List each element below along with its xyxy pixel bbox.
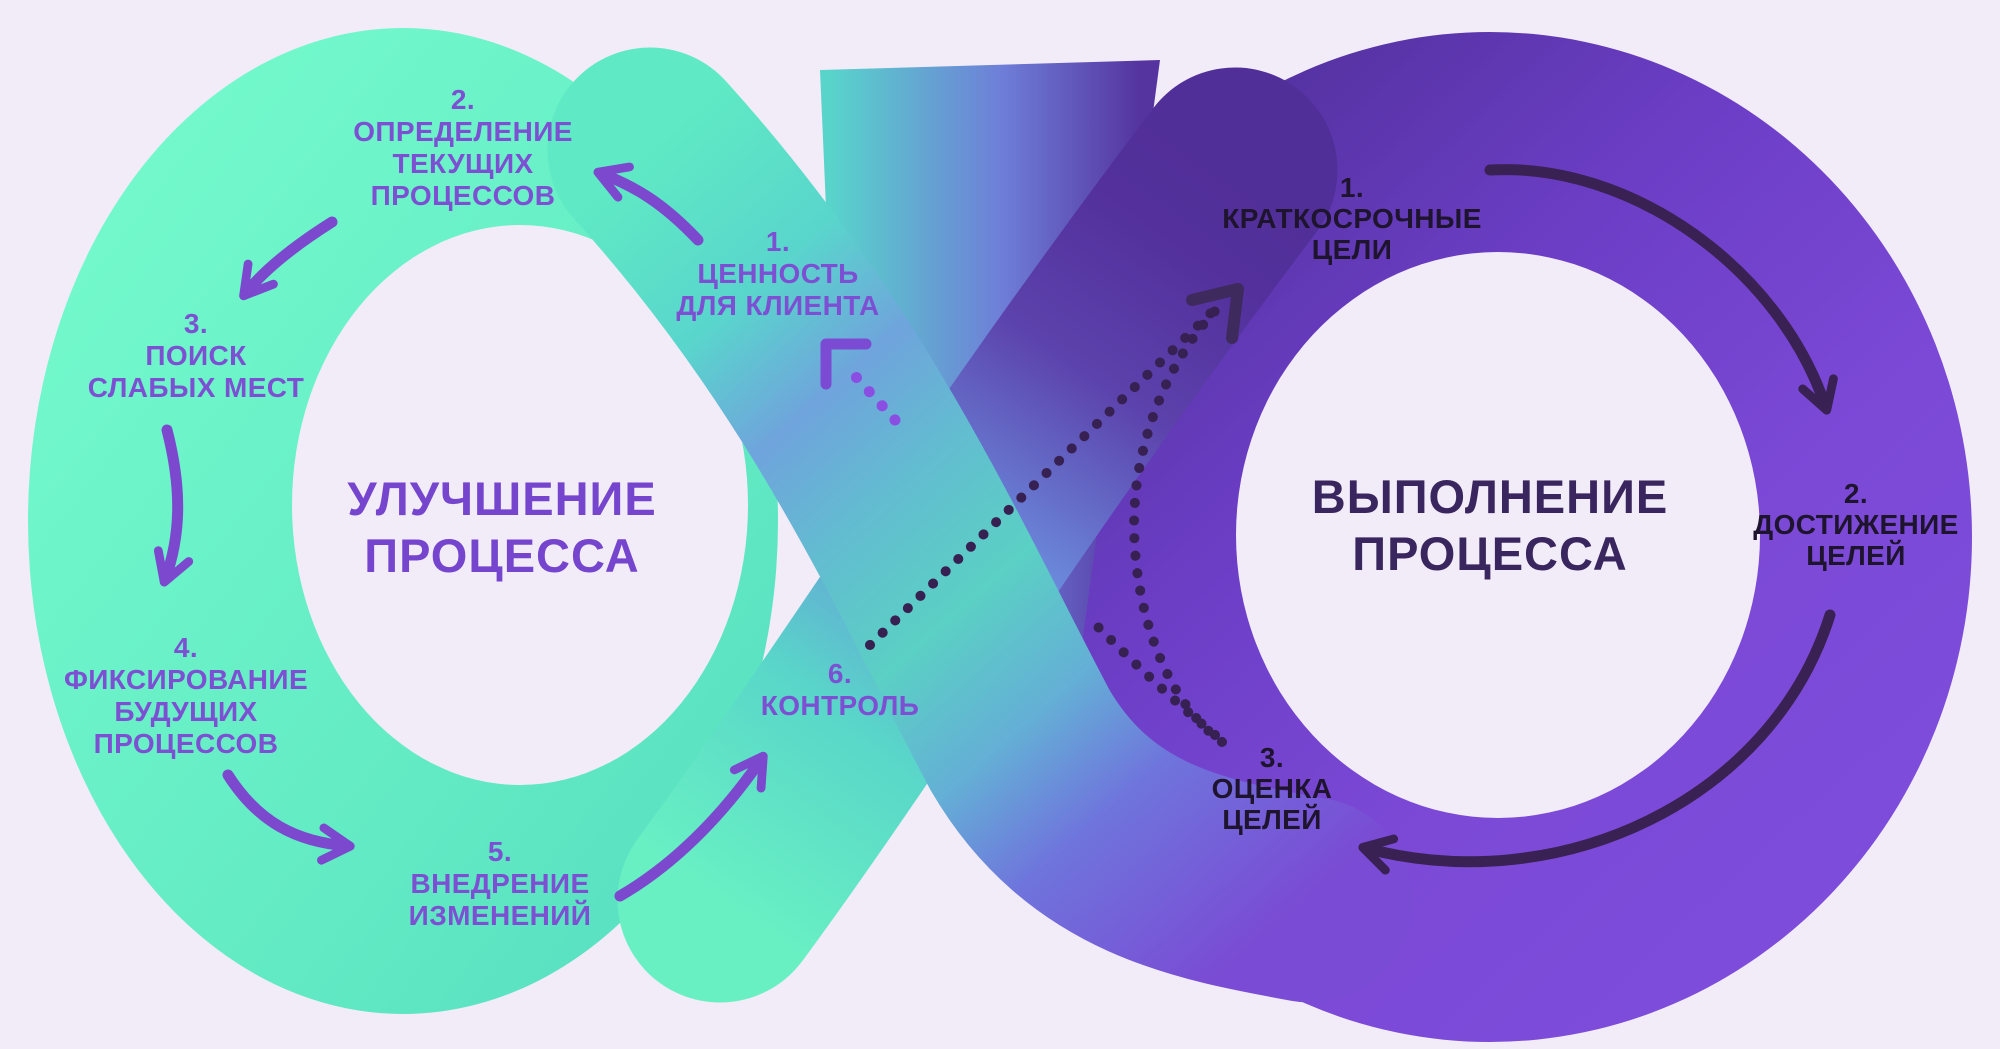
dotted-arrow-to-value [840,360,901,426]
right-title-line1: ВЫПОЛНЕНИЕ [1311,470,1669,523]
step-achieve-goals: 2. ДОСТИЖЕНИЕ ЦЕЛЕЙ [1753,478,1958,571]
dotted-evaluate-to-value [1091,620,1220,740]
left-loop-ring [28,28,778,1014]
step-label-line: ЦЕЛЕЙ [1222,804,1322,835]
step-label-line: ВНЕДРЕНИЕ [410,868,590,899]
step-label-line: ФИКСИРОВАНИЕ [63,664,309,695]
arrow-define-to-search [239,216,338,301]
over-band [547,47,1413,1003]
arrow-goals-to-achieve [1484,164,1838,415]
dotted-links [865,301,1227,747]
step-define-current-processes: 2. ОПРЕДЕЛЕНИЕ ТЕКУЩИХ ПРОЦЕССОВ [353,84,573,212]
step-number: 1. [765,226,791,257]
left-loop-arrows [153,162,768,902]
step-find-weak-spots: 3. ПОИСК СЛАБЫХ МЕСТ [88,308,304,404]
dotted-arrowhead-goals [1186,283,1244,344]
step-label-line: ДЛЯ КЛИЕНТА [676,290,880,321]
step-label-line: ПРОЦЕССОВ [370,180,556,211]
step-number: 4. [173,632,199,663]
step-label-line: ОЦЕНКА [1211,773,1333,804]
arrow-fix-to-implement [222,769,355,865]
step-label-line: ИЗМЕНЕНИЙ [408,900,592,931]
step-value-for-client: 1. ЦЕННОСТЬ ДЛЯ КЛИЕНТА [676,226,879,322]
arrow-search-to-fix [153,424,194,587]
right-title-line2: ПРОЦЕССА [1352,527,1628,580]
step-control: 6. КОНТРОЛЬ [761,658,920,722]
step-number: 3. [183,308,209,339]
step-label-line: СЛАБЫХ МЕСТ [87,372,305,403]
step-label-line: ДОСТИЖЕНИЕ [1753,509,1959,540]
step-label-line: КОНТРОЛЬ [760,690,920,721]
arrow-value-to-define [593,162,704,246]
left-title-line2: ПРОЦЕССА [364,529,640,582]
step-label-line: ЦЕННОСТЬ [697,258,859,289]
step-label-line: ЦЕЛИ [1311,234,1393,265]
step-number: 1. [1339,172,1365,203]
left-title-line1: УЛУЧШЕНИЕ [347,472,657,525]
step-label-line: ЦЕЛЕЙ [1806,540,1906,571]
step-number: 2. [1843,478,1869,509]
step-label-line: КРАТКОСРОЧНЫЕ [1222,203,1482,234]
arrow-implement-to-control [614,751,768,902]
step-label-line: ОПРЕДЕЛЕНИЕ [353,116,573,147]
left-loop-title: УЛУЧШЕНИЕ ПРОЦЕССА [347,470,656,584]
step-number: 2. [450,84,476,115]
right-loop-arrows [1358,164,1838,875]
step-label-line: БУДУЩИХ [114,696,258,727]
dotted-arrowhead-value [820,338,872,390]
step-implement-changes: 5. ВНЕДРЕНИЕ ИЗМЕНЕНИЙ [409,836,592,932]
right-loop-title: ВЫПОЛНЕНИЕ ПРОЦЕССА [1312,468,1668,582]
step-fix-future-processes: 4. ФИКСИРОВАНИЕ БУДУЩИХ ПРОЦЕССОВ [64,632,308,760]
step-label-line: ПРОЦЕССОВ [93,728,279,759]
step-label-line: ТЕКУЩИХ [392,148,534,179]
arrow-achieve-to-evaluate [1358,609,1836,875]
step-number: 5. [487,836,513,867]
step-number: 6. [827,658,853,689]
step-label-line: ПОИСК [145,340,247,371]
step-number: 3. [1259,742,1285,773]
dotted-control-to-goals [865,301,1223,650]
step-short-term-goals: 1. КРАТКОСРОЧНЫЕ ЦЕЛИ [1222,172,1482,265]
step-evaluate-goals: 3. ОЦЕНКА ЦЕЛЕЙ [1212,742,1333,835]
